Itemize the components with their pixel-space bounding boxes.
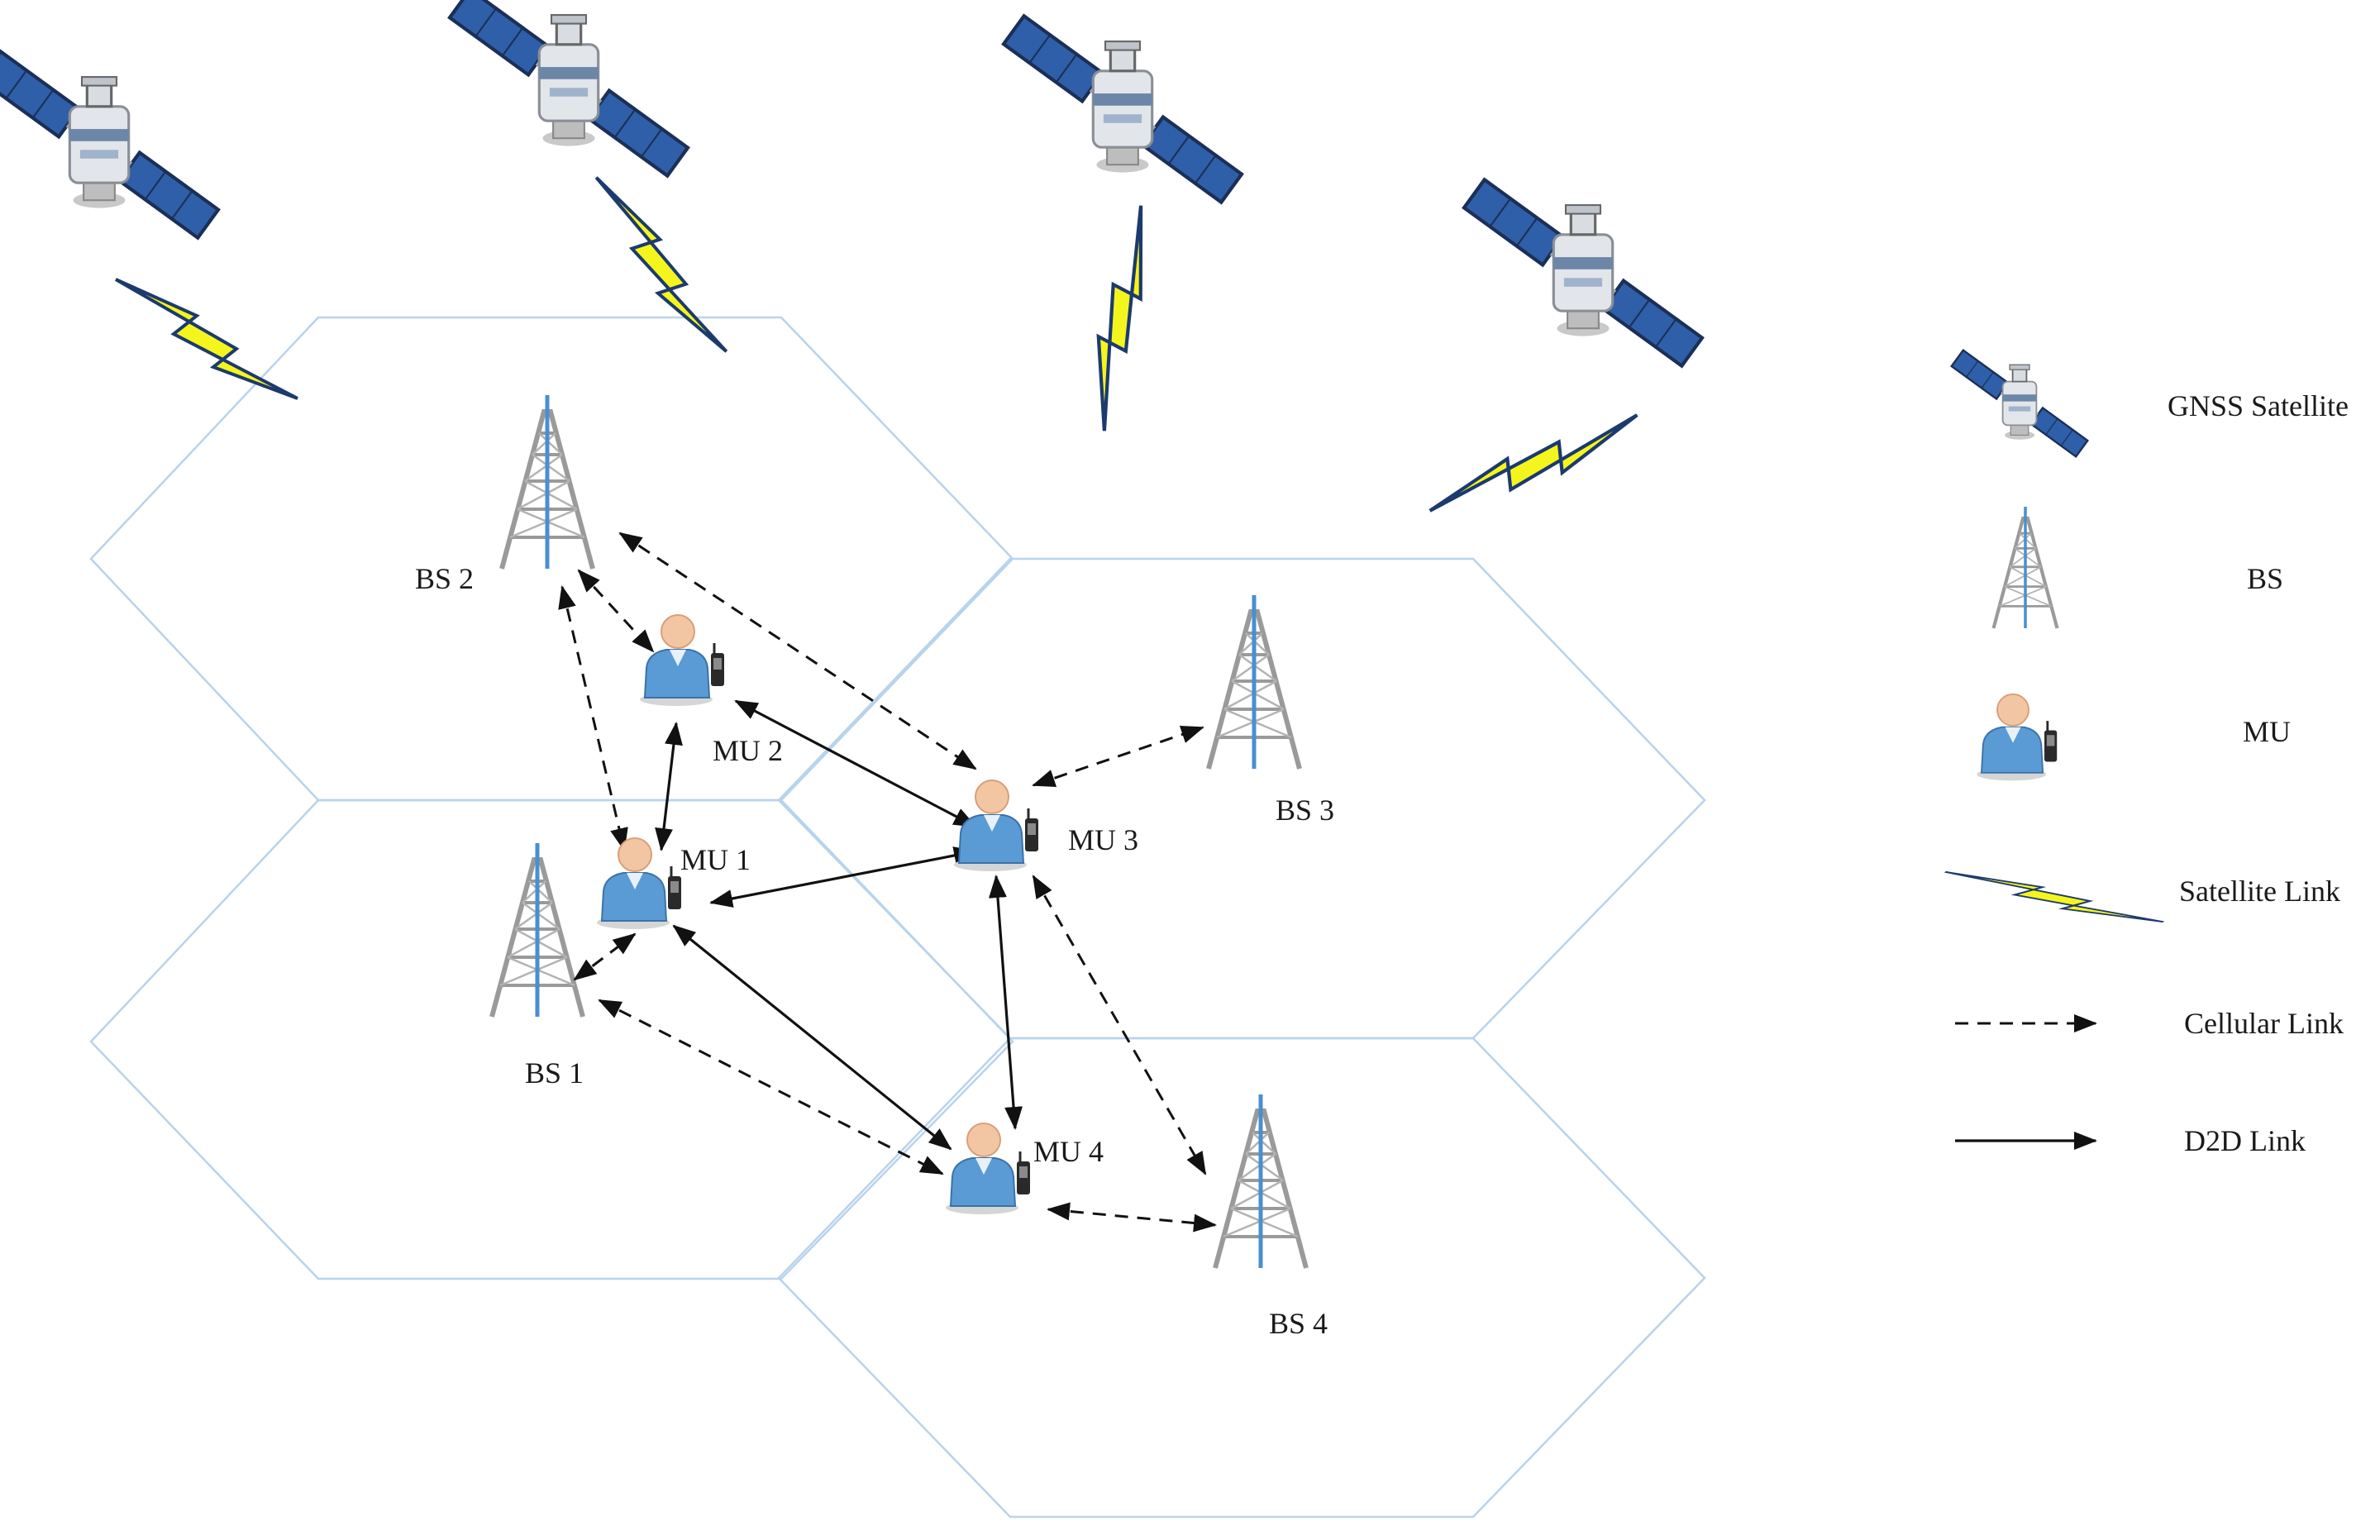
mobile-user-icon bbox=[944, 1122, 1032, 1216]
satellite-icon bbox=[1004, 16, 1242, 202]
satellites bbox=[0, 0, 1702, 366]
bs1-label: BS 1 bbox=[525, 1056, 584, 1089]
d2d-link bbox=[655, 722, 683, 851]
d2d-link bbox=[709, 846, 977, 908]
cellular-link bbox=[1047, 1202, 1217, 1232]
legend-satellite-link-label: Satellite Link bbox=[2179, 875, 2340, 908]
d2d-links bbox=[655, 699, 1023, 1151]
cellular-link bbox=[558, 585, 628, 851]
cell-tower-icon bbox=[492, 843, 583, 1017]
cellular-link bbox=[618, 532, 977, 770]
legend-satellite-label: GNSS Satellite bbox=[2168, 389, 2349, 422]
mobile-user-icon bbox=[638, 613, 726, 708]
mobile-user-icon bbox=[952, 779, 1040, 873]
legend-d2d-link-label: D2D Link bbox=[2184, 1124, 2306, 1157]
cell-hexagon bbox=[89, 316, 1014, 802]
lightning-bolt-icon bbox=[554, 175, 769, 354]
mu4-label: MU 4 bbox=[1033, 1135, 1104, 1168]
legend-cellular-link-label: Cellular Link bbox=[2184, 1007, 2344, 1040]
mobile-users bbox=[595, 613, 1040, 1216]
node-labels: BS 2 BS 1 BS 3 BS 4 MU 2 MU 1 MU 3 MU 4 bbox=[415, 562, 1334, 1340]
cell-tower-icon bbox=[1994, 507, 2058, 628]
lightning-bolt-icon bbox=[1027, 206, 1219, 431]
bs3-label: BS 3 bbox=[1276, 794, 1334, 827]
mu1-label: MU 1 bbox=[680, 843, 751, 876]
legend-mu-label: MU bbox=[2243, 715, 2291, 748]
legend-bs-label: BS bbox=[2247, 562, 2283, 595]
satellite-icon bbox=[1464, 179, 1702, 365]
lightning-bolt-icon bbox=[114, 278, 299, 400]
lightning-bolt-icon bbox=[1430, 349, 1638, 577]
cellular-link bbox=[1032, 875, 1207, 1175]
d2d-link bbox=[734, 699, 977, 828]
cell-grid bbox=[89, 316, 1706, 1519]
legend: GNSS Satellite BS MU Satellite Link Cell… bbox=[1945, 349, 2349, 1157]
satellite-icon bbox=[0, 51, 218, 237]
cell-tower-icon bbox=[1209, 595, 1300, 769]
d2d-link bbox=[672, 924, 952, 1151]
mobile-user-icon bbox=[595, 837, 683, 931]
cell-hexagon bbox=[777, 557, 1706, 1040]
satellite-icon bbox=[1950, 349, 2089, 458]
cell-tower-icon bbox=[1215, 1094, 1306, 1268]
mu2-label: MU 2 bbox=[713, 734, 783, 767]
bs2-label: BS 2 bbox=[415, 562, 474, 595]
cellular-link bbox=[577, 569, 655, 653]
mu3-label: MU 3 bbox=[1068, 823, 1138, 856]
cellular-link bbox=[598, 999, 944, 1175]
cell-tower-icon bbox=[502, 395, 593, 569]
satellite-icon bbox=[450, 0, 688, 176]
lightning-bolt-icon bbox=[1945, 872, 2163, 922]
cell-hexagon bbox=[777, 1037, 1706, 1519]
satellite-links bbox=[114, 175, 1638, 577]
cellular-link bbox=[1032, 725, 1204, 788]
mobile-user-icon bbox=[1975, 693, 2058, 782]
d2d-link bbox=[988, 875, 1023, 1130]
bs4-label: BS 4 bbox=[1269, 1307, 1328, 1340]
cellular-link bbox=[573, 932, 637, 981]
